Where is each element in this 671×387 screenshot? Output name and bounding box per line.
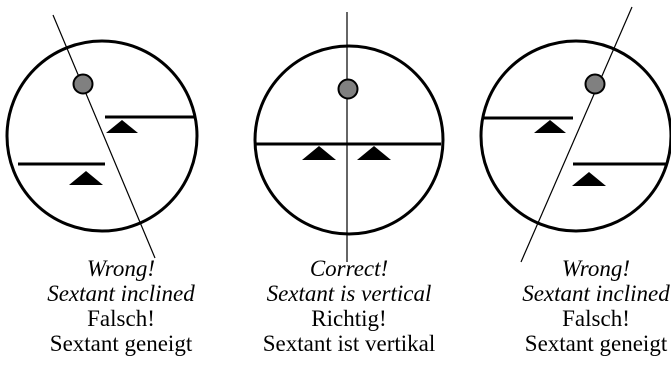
left-panel-figure bbox=[5, 14, 199, 259]
right-sun-marker bbox=[584, 73, 606, 95]
left-view-circle bbox=[5, 39, 199, 233]
left-caption: Wrong! Sextant inclined Falsch! Sextant … bbox=[6, 256, 236, 356]
left-detail-de: Sextant geneigt bbox=[49, 331, 193, 356]
left-sun-marker bbox=[72, 73, 94, 95]
left-lower-triangle bbox=[69, 171, 103, 185]
left-status-de: Falsch! bbox=[87, 306, 155, 331]
left-detail-en: Sextant inclined bbox=[47, 281, 195, 306]
center-status-de: Richtig! bbox=[311, 306, 387, 331]
right-panel-figure bbox=[479, 6, 671, 263]
center-view-circle bbox=[253, 44, 445, 236]
left-upper-triangle bbox=[106, 120, 138, 133]
right-detail-en: Sextant inclined bbox=[522, 281, 670, 306]
center-detail-de: Sextant ist vertikal bbox=[262, 331, 436, 356]
right-detail-de: Sextant geneigt bbox=[524, 331, 668, 356]
center-detail-en: Sextant is vertical bbox=[266, 281, 432, 306]
right-upper-triangle bbox=[534, 120, 566, 133]
sextant-diagram bbox=[5, 6, 671, 263]
center-left-triangle bbox=[302, 146, 336, 160]
center-panel-figure bbox=[253, 12, 445, 262]
center-right-triangle bbox=[357, 146, 391, 160]
right-view-circle bbox=[479, 39, 671, 233]
center-caption: Correct! Sextant is vertical Richtig! Se… bbox=[234, 256, 464, 356]
left-status-en: Wrong! bbox=[86, 256, 156, 281]
right-status-en: Wrong! bbox=[561, 256, 631, 281]
right-caption: Wrong! Sextant inclined Falsch! Sextant … bbox=[481, 256, 671, 356]
right-tilt-axis bbox=[520, 6, 633, 263]
right-lower-triangle bbox=[572, 172, 606, 186]
center-sun-marker bbox=[337, 78, 359, 100]
center-status-en: Correct! bbox=[309, 256, 389, 281]
left-tilt-axis bbox=[52, 14, 156, 259]
right-status-de: Falsch! bbox=[562, 306, 630, 331]
